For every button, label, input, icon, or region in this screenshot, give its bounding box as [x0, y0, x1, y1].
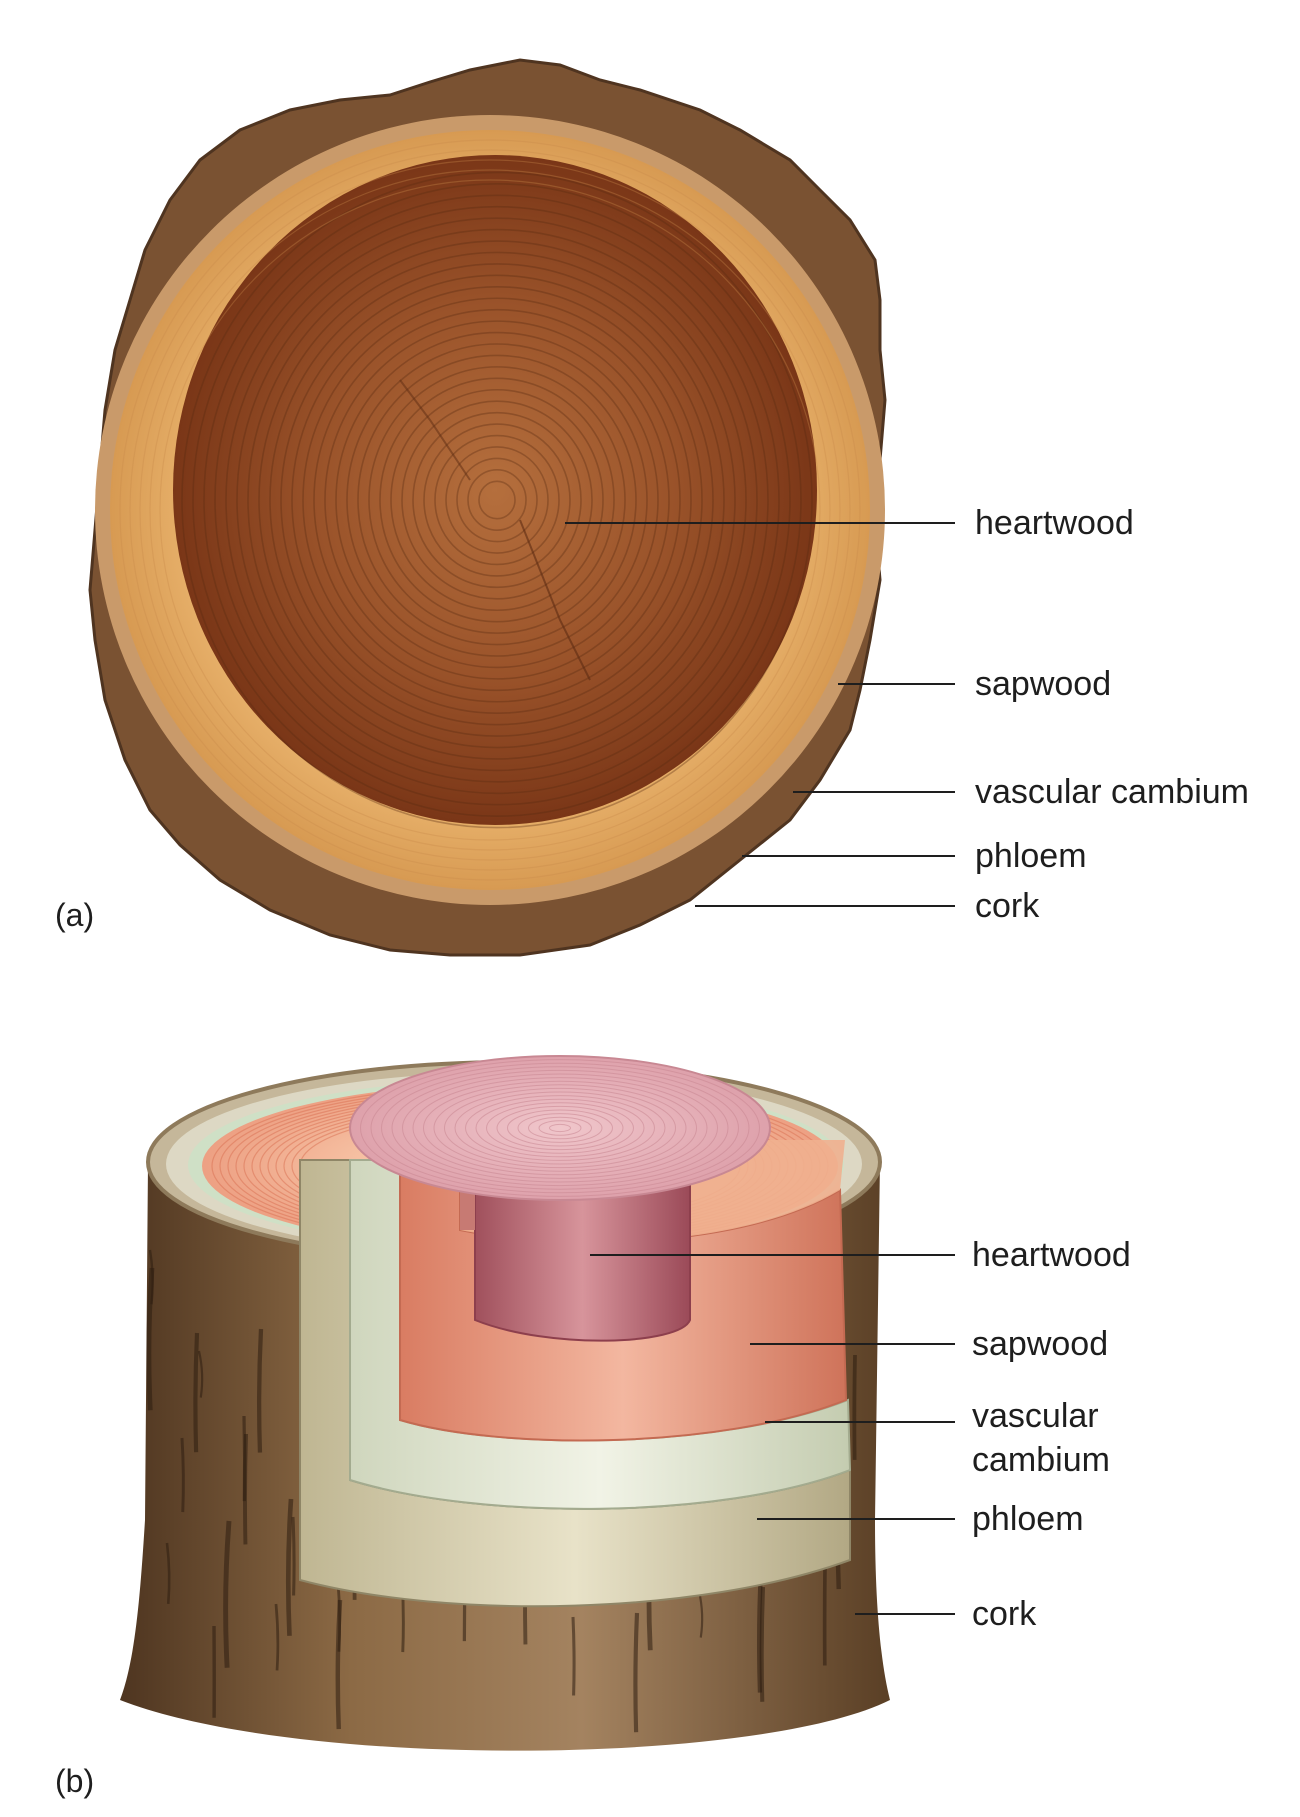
bark-crack: [338, 1600, 340, 1729]
label-vascular-cambium-a: vascular cambium: [975, 775, 1249, 809]
label-cork-b: cork: [972, 1597, 1036, 1631]
label-vascular-cambium-b: vascular cambium: [972, 1394, 1110, 1482]
bark-crack: [182, 1438, 183, 1512]
bark-crack: [762, 1587, 763, 1702]
label-heartwood-a: heartwood: [975, 506, 1134, 540]
cross-section-photo: [90, 60, 885, 955]
bark-crack: [573, 1617, 574, 1696]
bark-crack: [195, 1333, 197, 1452]
panel-letter-b: (b): [55, 1765, 94, 1797]
bark-crack: [288, 1499, 291, 1636]
label-sapwood-a: sapwood: [975, 667, 1111, 701]
label-phloem-a: phloem: [975, 839, 1087, 873]
bark-crack: [245, 1434, 246, 1544]
label-vascular-cambium-b-line2: cambium: [972, 1438, 1110, 1482]
bark-crack: [854, 1355, 855, 1460]
label-sapwood-b: sapwood: [972, 1327, 1108, 1361]
panel-letter-a: (a): [55, 899, 94, 931]
label-vascular-cambium-b-line1: vascular: [972, 1394, 1110, 1438]
bark-crack: [293, 1517, 294, 1596]
trunk-3d-model: [120, 1056, 890, 1751]
label-cork-a: cork: [975, 889, 1039, 923]
bark-crack: [259, 1329, 261, 1453]
label-heartwood-b: heartwood: [972, 1238, 1131, 1272]
label-phloem-b: phloem: [972, 1502, 1084, 1536]
bark-crack: [635, 1613, 637, 1732]
